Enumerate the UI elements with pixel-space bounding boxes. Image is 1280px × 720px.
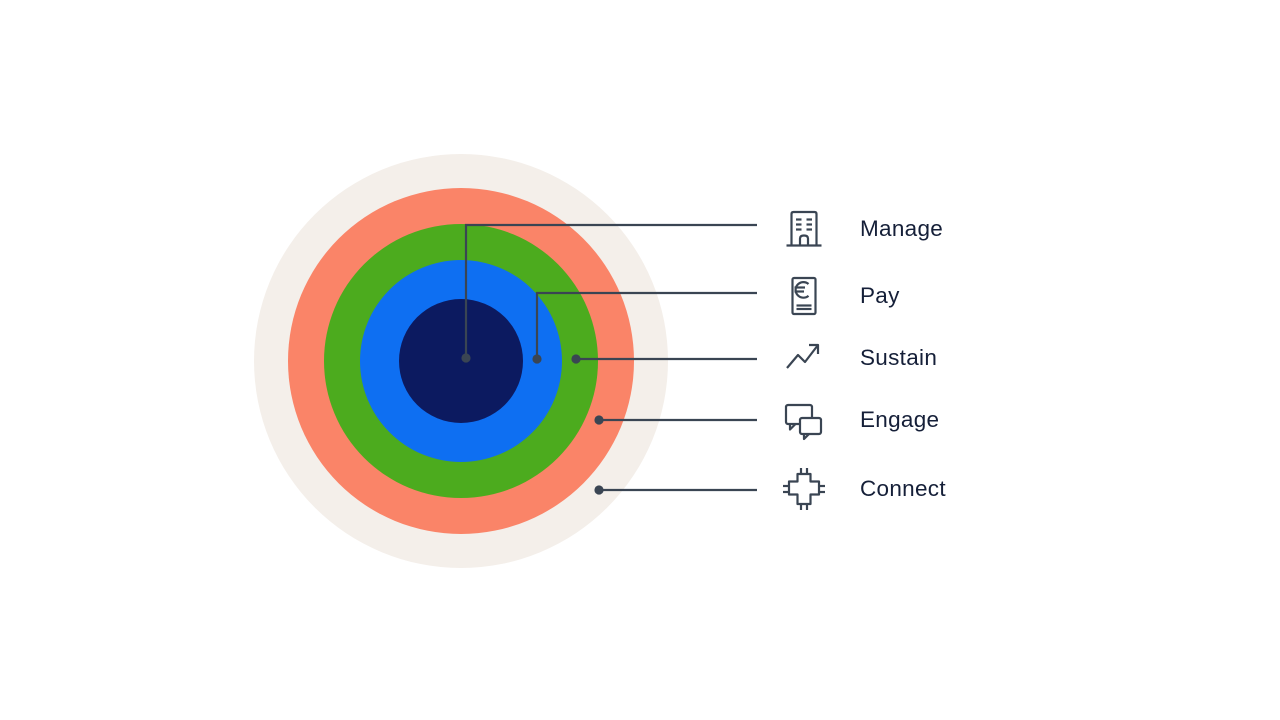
chat-bubbles-icon <box>782 398 826 442</box>
legend-item-manage: Manage <box>782 207 943 251</box>
legend-label-sustain: Sustain <box>860 344 938 370</box>
legend-item-pay: Pay <box>782 274 900 318</box>
junction-icon <box>782 467 826 511</box>
legend-label-engage: Engage <box>860 406 940 432</box>
trend-up-icon <box>782 336 826 380</box>
legend-label-pay: Pay <box>860 282 900 308</box>
legend-label-connect: Connect <box>860 475 946 501</box>
legend-item-sustain: Sustain <box>782 336 937 380</box>
legend-label-manage: Manage <box>860 215 944 241</box>
legend-item-engage: Engage <box>782 398 939 442</box>
legend-item-connect: Connect <box>782 467 946 511</box>
building-icon <box>782 207 826 251</box>
invoice-euro-icon <box>782 274 826 318</box>
ring-manage <box>399 299 523 423</box>
